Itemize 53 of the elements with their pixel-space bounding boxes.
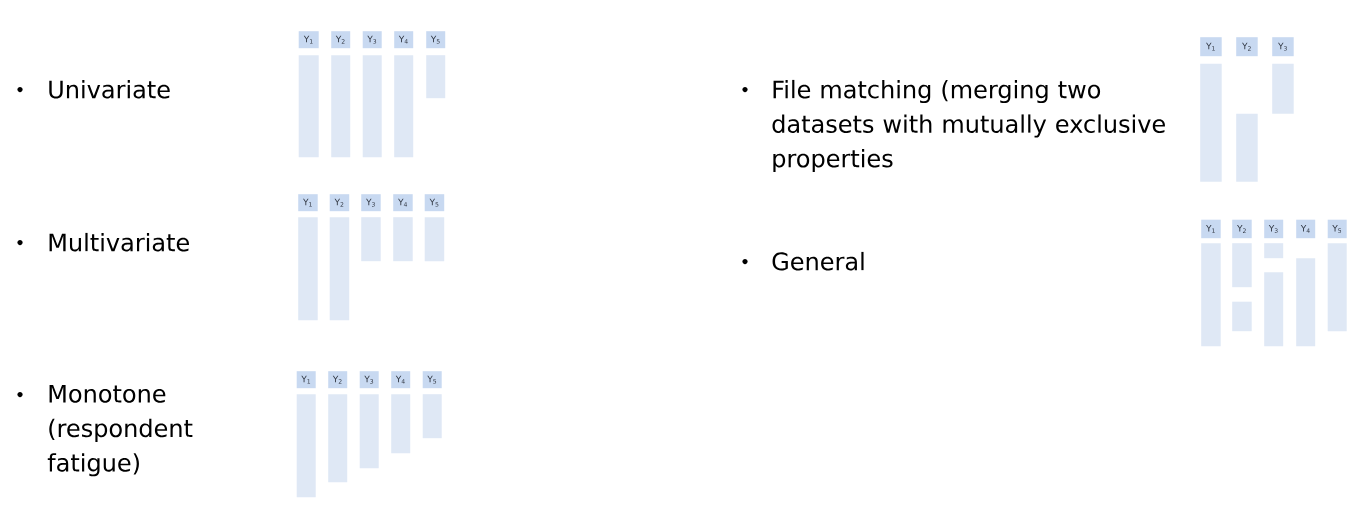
column-header: Y$_{4}$ <box>391 371 411 389</box>
column-header: Y$_{2}$ <box>1236 37 1258 57</box>
column-header: Y$_{3}$ <box>1272 37 1294 57</box>
data-bar <box>394 55 414 158</box>
data-bar <box>362 55 382 158</box>
data-bar <box>1232 301 1252 332</box>
data-bar <box>1232 243 1252 288</box>
column-header: Y$_{3}$ <box>1264 219 1284 239</box>
data-bar <box>1296 258 1316 347</box>
data-bar <box>424 217 445 262</box>
column-header: Y$_{5}$ <box>422 371 442 389</box>
data-bar <box>1201 243 1221 347</box>
column-header: Y$_{2}$ <box>328 371 348 389</box>
data-bar <box>298 217 318 321</box>
column-header: Y$_{2}$ <box>329 194 350 212</box>
data-bar <box>298 55 319 158</box>
data-bar <box>361 217 381 262</box>
data-bar <box>1200 63 1222 182</box>
list-item: Monotone (respondent fatigue) <box>47 384 193 477</box>
list-item: Multivariate <box>49 232 189 252</box>
column-header: Y$_{4}$ <box>1296 219 1316 239</box>
column-header: Y$_{1}$ <box>298 31 319 49</box>
list-item: Univariate <box>49 79 170 99</box>
data-bar <box>1236 113 1258 182</box>
data-bar <box>1272 63 1294 114</box>
column-header: Y$_{5}$ <box>1327 219 1347 239</box>
column-header: Y$_{3}$ <box>362 31 382 49</box>
data-bar <box>331 55 351 158</box>
data-bar <box>426 55 446 99</box>
data-bar <box>422 394 442 439</box>
column-header: Y$_{2}$ <box>1232 219 1252 239</box>
data-bar <box>1264 243 1284 259</box>
data-bar <box>1264 272 1284 347</box>
column-header: Y$_{3}$ <box>361 194 381 212</box>
list-item: General <box>772 251 864 271</box>
data-bar <box>329 217 350 321</box>
column-header: Y$_{2}$ <box>331 31 351 49</box>
column-header: Y$_{4}$ <box>394 31 414 49</box>
column-header: Y$_{5}$ <box>424 194 445 212</box>
data-bar <box>391 394 411 454</box>
data-bar <box>1327 243 1347 332</box>
column-header: Y$_{1}$ <box>296 371 316 389</box>
column-header: Y$_{3}$ <box>359 371 379 389</box>
column-header: Y$_{1}$ <box>298 194 318 212</box>
data-bar <box>296 394 316 498</box>
column-header: Y$_{1}$ <box>1201 219 1221 239</box>
data-bar <box>328 394 348 483</box>
list-item: File matching (merging two datasets with mutually exclusive properties <box>772 79 1165 173</box>
column-header: Y$_{4}$ <box>393 194 413 212</box>
column-header: Y$_{1}$ <box>1200 37 1222 57</box>
data-bar <box>393 217 413 262</box>
data-bar <box>359 394 379 469</box>
column-header: Y$_{5}$ <box>426 31 446 49</box>
